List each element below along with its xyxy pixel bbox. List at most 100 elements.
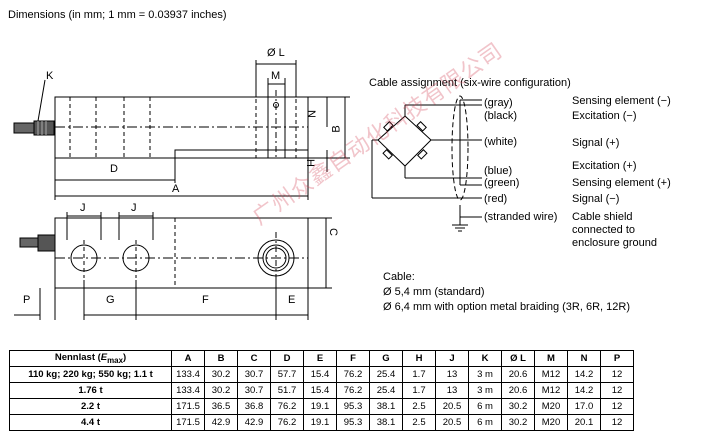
table-cell: 30.2 xyxy=(204,366,238,383)
side-view-body xyxy=(54,217,309,289)
table-cell: 12 xyxy=(600,414,634,431)
row-load-label: 110 kg; 220 kg; 550 kg; 1.1 t xyxy=(9,366,172,383)
table-cell: 36.5 xyxy=(204,398,238,415)
row-load-label: 1.76 t xyxy=(9,382,172,399)
cable-standard: Ø 5,4 mm (standard) xyxy=(383,286,485,298)
table-cell: 133.4 xyxy=(171,382,205,399)
wire-color: (gray) xyxy=(484,97,513,109)
table-cell: M20 xyxy=(534,414,568,431)
table-cell: 20.5 xyxy=(435,414,469,431)
table-cell: 3 m xyxy=(468,382,502,399)
dim-label-j2: J xyxy=(131,202,137,214)
table-cell: 19.1 xyxy=(303,398,337,415)
col-header: A xyxy=(171,350,205,367)
table-cell: 15.4 xyxy=(303,366,337,383)
table-cell: 15.4 xyxy=(303,382,337,399)
col-header-nennlast: Nennlast (Emax) xyxy=(9,350,172,367)
table-cell: 25.4 xyxy=(369,366,403,383)
table-cell: 3 m xyxy=(468,366,502,383)
table-cell: 20.6 xyxy=(501,366,535,383)
col-header: Ø L xyxy=(501,350,535,367)
col-header: H xyxy=(402,350,436,367)
row-load-label: 2.2 t xyxy=(9,398,172,415)
wire-function: Sensing element (+) xyxy=(572,177,671,189)
table-cell: 171.5 xyxy=(171,398,205,415)
col-header: E xyxy=(303,350,337,367)
dim-label-p: P xyxy=(23,294,31,306)
table-cell: 171.5 xyxy=(171,414,205,431)
wheatstone-bridge xyxy=(371,95,482,232)
table-cell: 25.4 xyxy=(369,382,403,399)
cable-assignment-title: Cable assignment (six-wire configuration… xyxy=(369,77,571,89)
cable-braided: Ø 6,4 mm with option metal braiding (3R,… xyxy=(383,301,630,313)
table-cell: 20.6 xyxy=(501,382,535,399)
table-cell: 42.9 xyxy=(237,414,271,431)
table-cell: 2.5 xyxy=(402,414,436,431)
dimension-table: Nennlast (Emax) A B C D E F G H J K Ø L … xyxy=(9,350,634,431)
table-cell: 57.7 xyxy=(270,366,304,383)
table-cell: 30.2 xyxy=(204,382,238,399)
table-cell: 30.2 xyxy=(501,398,535,415)
dim-label-d: D xyxy=(110,163,118,175)
dim-label-phil: Ø L xyxy=(267,47,285,59)
wire-function: Cable shield xyxy=(572,211,633,223)
page-title: Dimensions (in mm; 1 mm = 0.03937 inches… xyxy=(8,9,227,21)
col-header: J xyxy=(435,350,469,367)
cable-spec: Cable: Ø 5,4 mm (standard) Ø 6,4 mm with… xyxy=(383,270,630,315)
wire-function: Excitation (+) xyxy=(572,160,637,172)
table-cell: 133.4 xyxy=(171,366,205,383)
table-cell: 12 xyxy=(600,398,634,415)
table-header-row: Nennlast (Emax) A B C D E F G H J K Ø L … xyxy=(9,350,634,367)
table-cell: 1.7 xyxy=(402,382,436,399)
col-header: C xyxy=(237,350,271,367)
table-cell: 19.1 xyxy=(303,414,337,431)
wire-function: Excitation (−) xyxy=(572,110,637,122)
dim-label-f: F xyxy=(202,294,209,306)
dim-label-g: G xyxy=(106,294,115,306)
table-cell: 13 xyxy=(435,382,469,399)
table-cell: 76.2 xyxy=(270,414,304,431)
table-cell: 2.5 xyxy=(402,398,436,415)
table-cell: 30.2 xyxy=(501,414,535,431)
wire-color: (black) xyxy=(484,110,518,122)
table-cell: 42.9 xyxy=(204,414,238,431)
table-cell: 30.7 xyxy=(237,366,271,383)
col-header: P xyxy=(600,350,634,367)
table-cell: 36.8 xyxy=(237,398,271,415)
col-header: F xyxy=(336,350,370,367)
table-cell: 20.5 xyxy=(435,398,469,415)
table-cell: 95.3 xyxy=(336,398,370,415)
wire-color: (green) xyxy=(484,177,520,189)
table-cell: 95.3 xyxy=(336,414,370,431)
row-load-label: 4.4 t xyxy=(9,414,172,431)
table-cell: 12 xyxy=(600,382,634,399)
table-cell: 6 m xyxy=(468,398,502,415)
col-header: B xyxy=(204,350,238,367)
table-cell: 6 m xyxy=(468,414,502,431)
table-cell: 76.2 xyxy=(270,398,304,415)
dim-label-n: N xyxy=(304,110,317,118)
table-cell: 14.2 xyxy=(567,382,601,399)
table-cell: 12 xyxy=(600,366,634,383)
dim-label-j1: J xyxy=(80,202,86,214)
table-cell: 76.2 xyxy=(336,382,370,399)
dim-label-m: M xyxy=(271,70,281,82)
table-cell: 1.7 xyxy=(402,366,436,383)
table-cell: 76.2 xyxy=(336,366,370,383)
col-header: K xyxy=(468,350,502,367)
wire-color: (stranded wire) xyxy=(484,211,558,223)
table-cell: 30.7 xyxy=(237,382,271,399)
table-cell: 20.1 xyxy=(567,414,601,431)
col-header: M xyxy=(534,350,568,367)
col-header: N xyxy=(567,350,601,367)
dim-label-k: K xyxy=(46,70,54,82)
wire-color: (red) xyxy=(484,193,508,205)
dim-label-b: B xyxy=(330,125,343,133)
table-cell: 38.1 xyxy=(369,414,403,431)
cable-heading: Cable: xyxy=(383,271,415,283)
dim-label-e: E xyxy=(288,294,296,306)
